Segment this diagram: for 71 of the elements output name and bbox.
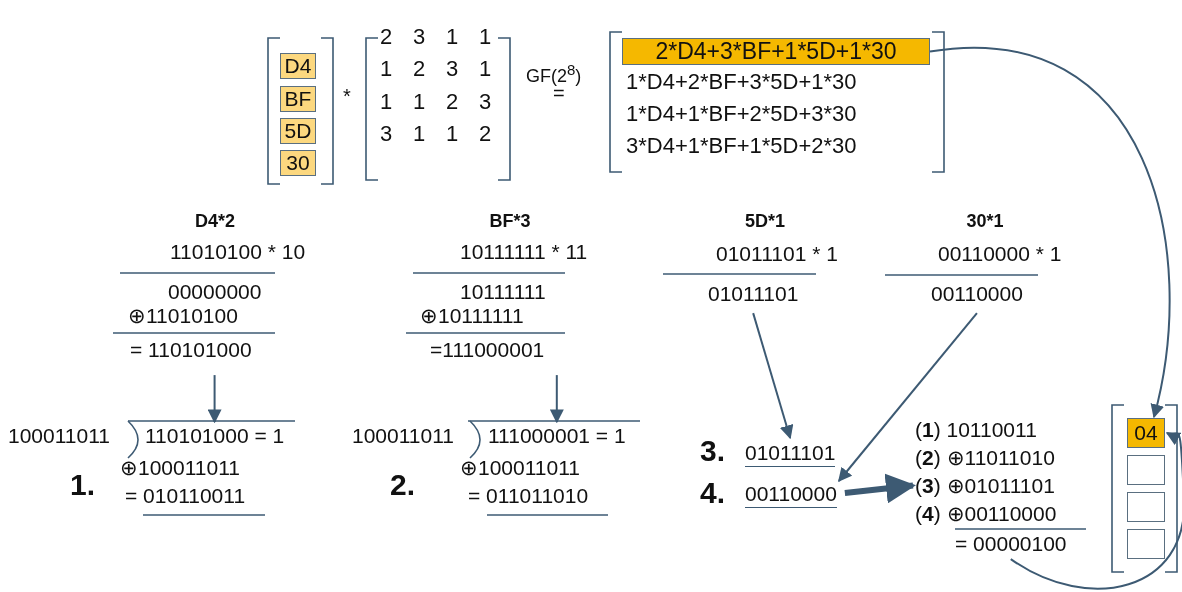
expression-text: 1*D4+1*BF+2*5D+3*30 bbox=[626, 102, 857, 127]
binary-number: 10111111 * 11 bbox=[460, 240, 588, 264]
arrow bbox=[1009, 430, 1182, 590]
matrix-entry: 2 bbox=[479, 122, 492, 147]
binary-number: 00110000 bbox=[745, 482, 837, 509]
matrix-entry: 1 bbox=[446, 25, 459, 50]
matrix-entry: 1 bbox=[380, 57, 393, 82]
step-number: 2. bbox=[390, 468, 416, 501]
hex-box: D4 bbox=[280, 53, 316, 79]
binary-number: = 00000100 bbox=[955, 532, 1067, 556]
expression-text: 3*D4+1*BF+1*5D+2*30 bbox=[626, 134, 857, 159]
hex-box: BF bbox=[280, 86, 316, 112]
arrow bbox=[837, 312, 978, 483]
column-heading: D4*2 bbox=[195, 212, 236, 232]
column-heading: BF*3 bbox=[489, 212, 531, 232]
matrix-entry: 2 bbox=[380, 25, 393, 50]
binary-number: ⊕10111111 bbox=[420, 304, 524, 328]
arrow bbox=[207, 374, 222, 424]
matrix-entry: 3 bbox=[380, 122, 393, 147]
operator-sign: * bbox=[343, 85, 351, 107]
binary-number: 00110000 * 1 bbox=[938, 242, 1062, 266]
expression-text: 1*D4+2*BF+3*5D+1*30 bbox=[626, 70, 857, 95]
binary-number: = 010110011 bbox=[125, 484, 246, 508]
matrix-entry: 3 bbox=[446, 57, 459, 82]
matrix-entry: 1 bbox=[413, 122, 426, 147]
binary-number: = 110101000 bbox=[130, 338, 252, 362]
matrix-entry: 1 bbox=[479, 25, 492, 50]
empty-result-box bbox=[1127, 492, 1165, 522]
highlighted-expression: 2*D4+3*BF+1*5D+1*30 bbox=[622, 38, 930, 65]
matrix-entry: 1 bbox=[446, 122, 459, 147]
matrix-entry: 1 bbox=[413, 90, 426, 115]
sum-row: (1) 10110011 bbox=[915, 418, 1037, 442]
binary-number: 100011011 bbox=[352, 424, 454, 448]
binary-number: ⊕100011011 bbox=[120, 456, 240, 480]
sum-row: (2) ⊕11011010 bbox=[915, 446, 1055, 470]
matrix-entry: 2 bbox=[446, 90, 459, 115]
result-box: 04 bbox=[1127, 418, 1165, 448]
binary-number: = 011011010 bbox=[468, 484, 589, 508]
binary-number: 10111111 bbox=[460, 280, 546, 304]
arrow bbox=[752, 312, 794, 440]
arrow bbox=[549, 374, 564, 424]
matrix-entry: 3 bbox=[413, 25, 426, 50]
sum-row: (3) ⊕01011101 bbox=[915, 474, 1055, 498]
thick-arrow bbox=[844, 473, 916, 504]
matrix-entry: 1 bbox=[380, 90, 393, 115]
binary-number: 111000001 = 1 bbox=[488, 424, 626, 448]
hex-box: 5D bbox=[280, 118, 316, 144]
binary-number: 01011101 bbox=[745, 441, 836, 468]
step-number: 1. bbox=[70, 468, 96, 501]
step-number: 4. bbox=[700, 476, 726, 509]
matrix-entry: 2 bbox=[413, 57, 426, 82]
matrix-entry: 3 bbox=[479, 90, 492, 115]
matrix-entry: 1 bbox=[479, 57, 492, 82]
binary-number: 01011101 * 1 bbox=[716, 242, 838, 266]
binary-number: 110101000 = 1 bbox=[145, 424, 285, 448]
binary-number: 100011011 bbox=[8, 424, 110, 448]
sum-row: (4) ⊕00110000 bbox=[915, 502, 1057, 526]
binary-number: =111000001 bbox=[430, 338, 545, 362]
column-heading: 5D*1 bbox=[745, 212, 786, 232]
binary-number: 11010100 * 10 bbox=[170, 240, 306, 264]
binary-number: 00000000 bbox=[168, 280, 262, 304]
binary-number: ⊕100011011 bbox=[460, 456, 580, 480]
binary-number: ⊕11010100 bbox=[128, 304, 238, 328]
binary-number: 01011101 bbox=[708, 282, 799, 306]
binary-number: 00110000 bbox=[931, 282, 1023, 306]
step-number: 3. bbox=[700, 434, 726, 467]
hex-box: 30 bbox=[280, 150, 316, 176]
empty-result-box bbox=[1127, 529, 1165, 559]
arrow bbox=[929, 46, 1171, 419]
empty-result-box bbox=[1127, 455, 1165, 485]
column-heading: 30*1 bbox=[966, 212, 1004, 232]
